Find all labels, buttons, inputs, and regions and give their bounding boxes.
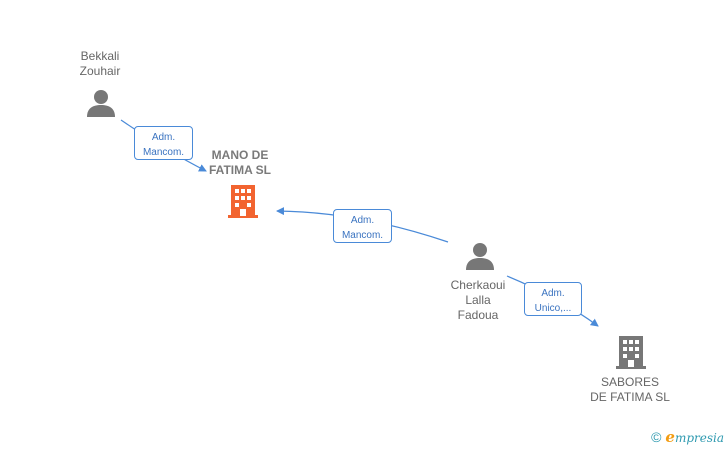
building-icon[interactable] — [228, 185, 258, 218]
building-icon[interactable] — [616, 336, 646, 369]
edge-role-label: Adm. Unico,... — [524, 282, 582, 316]
company-name-label[interactable]: SABORES DE FATIMA SL — [590, 375, 670, 404]
person-icon[interactable] — [466, 243, 494, 270]
empresia-watermark: © empresia — [651, 428, 724, 446]
person-name-label[interactable]: Cherkaoui Lalla Fadoua — [450, 278, 506, 322]
copyright-icon: © — [651, 429, 662, 445]
person-icon[interactable] — [87, 90, 115, 117]
company-name-label[interactable]: MANO DE FATIMA SL — [209, 148, 271, 177]
person-name-label[interactable]: Bekkali Zouhair — [79, 49, 121, 78]
empresia-logo: empresia — [665, 428, 724, 446]
edge-role-label: Adm. Mancom. — [333, 209, 392, 243]
edge-role-label: Adm. Mancom. — [134, 126, 193, 160]
